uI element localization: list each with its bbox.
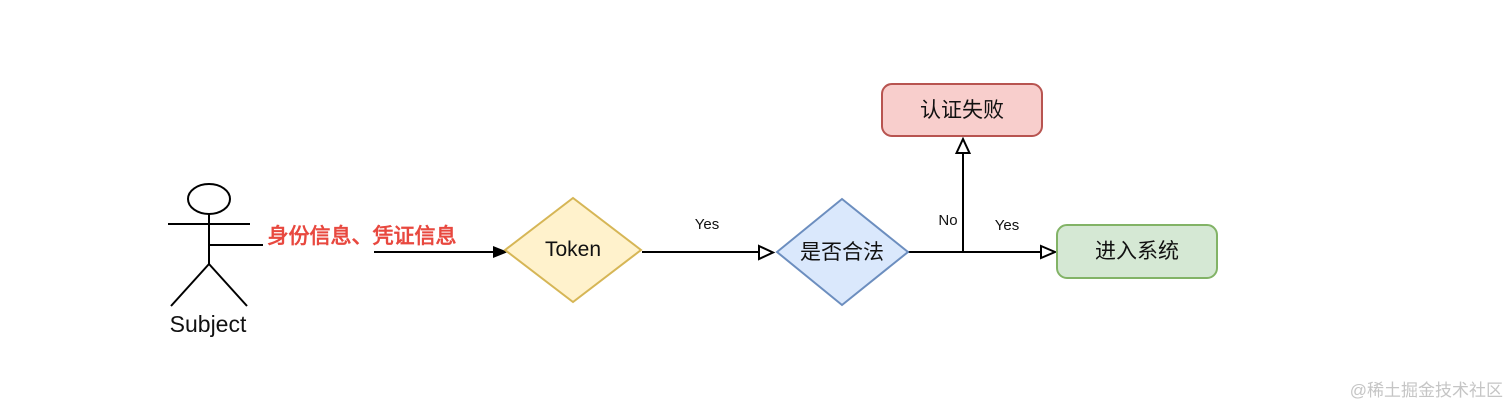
success-label: 进入系统	[1095, 240, 1179, 263]
decision-label: 是否合法	[800, 241, 884, 264]
watermark-text: @稀土掘金技术社区	[1349, 381, 1503, 400]
token-label: Token	[544, 238, 602, 261]
arrowhead-open-fail	[954, 136, 972, 154]
actor-figure	[168, 183, 263, 307]
edge-label-yes-success: Yes	[994, 217, 1020, 234]
actor-head	[187, 183, 231, 215]
actor-right-leg	[208, 263, 248, 307]
node-fail-box	[881, 83, 1043, 137]
arrowhead-open-decision	[758, 244, 776, 261]
node-decision-diamond	[775, 197, 910, 307]
actor-label: Subject	[169, 311, 247, 337]
edge-label-yes-token: Yes	[694, 216, 720, 233]
node-token-diamond	[503, 196, 643, 304]
message-label: 身份信息、凭证信息	[267, 225, 457, 248]
actor-left-leg	[170, 263, 210, 307]
arrowhead-open-success	[1040, 244, 1058, 260]
node-success-box	[1056, 224, 1218, 279]
arrowhead-solid-token	[493, 246, 508, 258]
edge-label-no: No	[938, 212, 958, 229]
fail-label: 认证失败	[920, 99, 1004, 122]
